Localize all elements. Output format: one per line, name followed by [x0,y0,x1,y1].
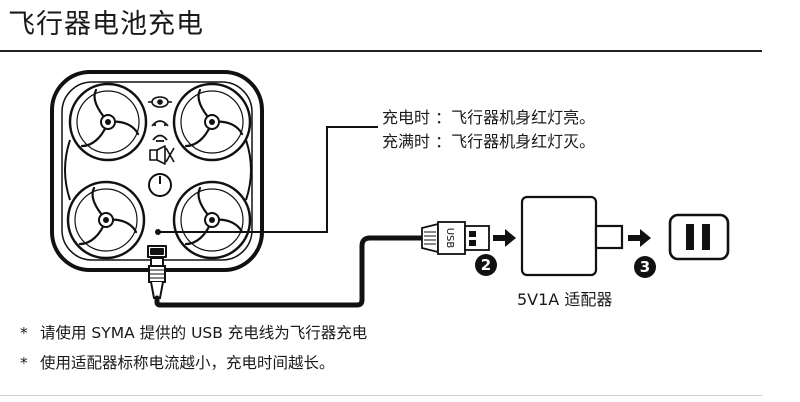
micro-usb-plug [148,257,166,299]
drone-illustration [50,70,264,272]
note-adapter-current: * 使用适配器标称电流越小，充电时间越长。 [20,352,335,374]
arrow-to-socket [628,229,651,247]
note-bullet: * [20,324,28,342]
rotor-bottom-left [66,180,146,260]
mute-icon [149,145,175,165]
adapter-label: 5V1A 适配器 [517,290,613,309]
rotor-top-right [172,82,252,162]
svg-text:2: 2 [481,256,491,274]
usb-plug-label: USB [444,228,455,249]
rotor-top-left [68,82,148,162]
step-badge-3: 3 [634,256,656,278]
rotor-bottom-right [172,180,252,260]
arrow-to-adapter [493,229,516,247]
bottom-divider [0,395,762,396]
status-charging-text: 充电时 ：飞行器机身红灯亮。 [382,108,596,127]
note-usb-cable: * 请使用 SYMA 提供的 USB 充电线为飞行器充电 [20,322,367,344]
note-bullet: * [20,354,28,372]
charging-port [147,245,167,258]
return-icon [152,134,168,142]
usb-a-plug [421,221,490,255]
power-adapter [520,195,624,277]
wall-socket-icon [668,213,730,261]
svg-text:3: 3 [640,258,650,276]
page-title: 飞行器电池充电 [8,9,204,40]
headless-icon [151,120,169,127]
step-badge-2: 2 [475,254,497,276]
title-divider [0,50,762,52]
note-text: 请使用 SYMA 提供的 USB 充电线为飞行器充电 [40,324,368,342]
power-button-icon [148,173,172,197]
note-text: 使用适配器标称电流越小，充电时间越长。 [40,354,335,372]
camera-icon [148,96,172,108]
status-callout-line [155,126,378,235]
usb-cable [154,235,425,308]
status-full-text: 充满时 ：飞行器机身红灯灭。 [382,132,596,151]
